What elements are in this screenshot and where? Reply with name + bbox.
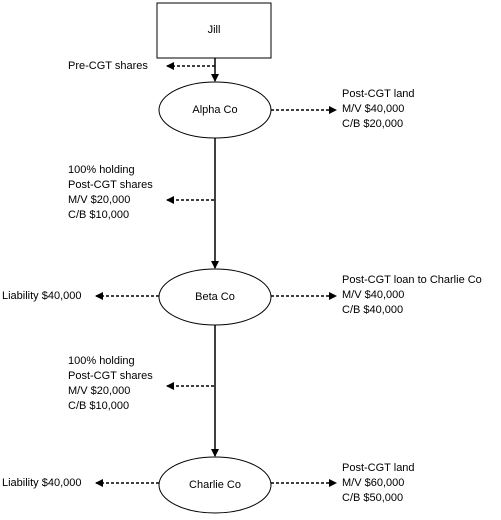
alpha-beta-line-4: C/B $10,000 [68,209,130,221]
alpha-co-label: Alpha Co [192,104,238,116]
beta-asset-line-3: C/B $40,000 [342,304,404,316]
beta-liability-line-1: Liability $40,000 [2,290,82,302]
charlie-asset-line-3: C/B $50,000 [342,492,404,504]
charlie-co-ellipse [158,456,272,514]
alpha-beta-line-1: 100% holding [68,164,135,176]
beta-asset-label: Post-CGT loan to Charlie Co M/V $40,000 … [342,273,482,318]
charlie-asset-label: Post-CGT land M/V $60,000 C/B $50,000 [342,461,415,506]
alpha-asset-line-3: C/B $20,000 [342,118,404,130]
jill-box [156,2,272,59]
beta-liability-label: Liability $40,000 [2,289,82,304]
charlie-asset-line-2: M/V $60,000 [342,477,405,489]
alpha-asset-line-1: Post-CGT land [342,88,415,100]
beta-charlie-line-3: M/V $20,000 [68,385,131,397]
beta-charlie-line-1: 100% holding [68,355,135,367]
charlie-liability-label: Liability $40,000 [2,476,82,491]
beta-charlie-line-4: C/B $10,000 [68,400,130,412]
beta-asset-line-2: M/V $40,000 [342,289,405,301]
alpha-beta-line-3: M/V $20,000 [68,194,131,206]
alpha-asset-line-2: M/V $40,000 [342,103,405,115]
alpha-beta-line-2: Post-CGT shares [68,179,153,191]
charlie-co-label: Charlie Co [189,479,241,491]
beta-charlie-line-2: Post-CGT shares [68,370,153,382]
charlie-liability-line-1: Liability $40,000 [2,477,82,489]
jill-alpha-shares-label: Pre-CGT shares [68,59,148,74]
beta-charlie-holding-label: 100% holding Post-CGT shares M/V $20,000… [68,354,153,414]
jill-label: Jill [207,24,221,36]
beta-co-label: Beta Co [195,291,235,303]
alpha-beta-holding-label: 100% holding Post-CGT shares M/V $20,000… [68,163,153,223]
jill-alpha-line-1: Pre-CGT shares [68,60,148,72]
charlie-asset-line-1: Post-CGT land [342,462,415,474]
beta-asset-line-1: Post-CGT loan to Charlie Co [342,274,482,286]
alpha-asset-label: Post-CGT land M/V $40,000 C/B $20,000 [342,87,415,132]
